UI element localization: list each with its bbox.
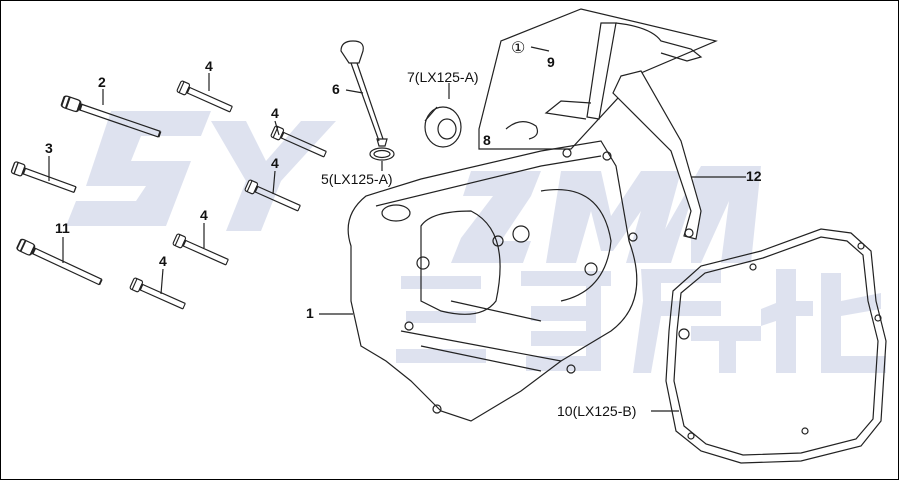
bolt-3	[10, 160, 78, 196]
callout-4: 4	[271, 155, 279, 171]
callout-7: 7(LX125-A)	[407, 69, 479, 85]
bolt-4c	[243, 178, 303, 215]
callout-10: 10(LX125-B)	[557, 403, 637, 419]
bolt-2	[60, 94, 163, 141]
bolt-4e	[128, 276, 188, 313]
callout-3: 3	[45, 140, 53, 156]
callout-2: 2	[98, 74, 106, 90]
callout-4: 4	[200, 207, 208, 223]
bolt-4b	[269, 124, 329, 161]
callout-8: 8	[483, 132, 491, 148]
callout-11: 11	[55, 220, 70, 236]
bolt-11	[15, 237, 104, 289]
callout-9: 9	[547, 54, 555, 70]
callout-4: 4	[159, 253, 167, 269]
callout-6: 6	[332, 81, 340, 97]
callout-4: 4	[271, 105, 279, 121]
callout-assembly-1: ①	[511, 40, 526, 57]
callout-1: 1	[306, 305, 314, 321]
callout-5: 5(LX125-A)	[321, 171, 393, 187]
callout-4: 4	[205, 58, 213, 74]
bolt-4a	[175, 79, 235, 116]
callout-12: 12	[746, 168, 762, 184]
bolt-4d	[171, 232, 231, 269]
